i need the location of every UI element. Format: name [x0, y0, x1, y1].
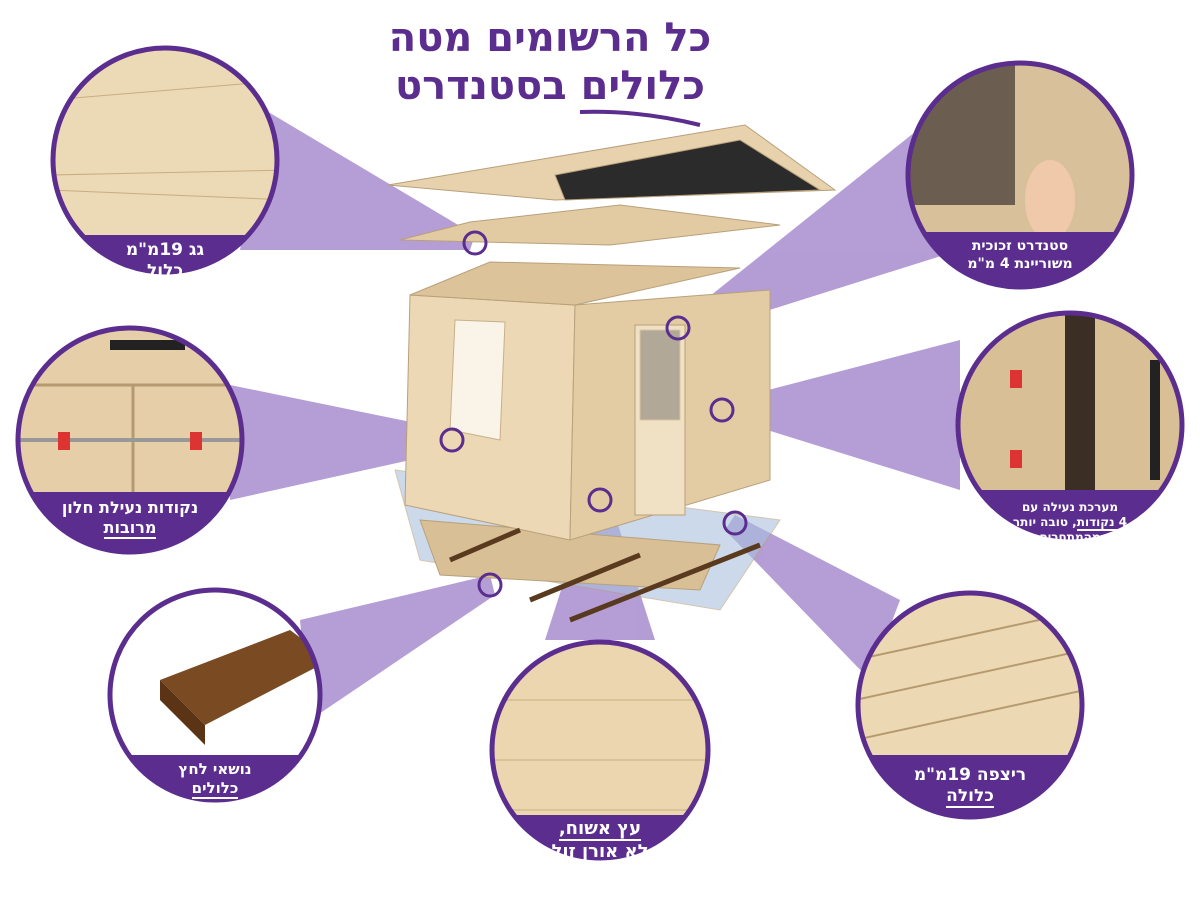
roof-felt	[554, 139, 822, 201]
label-emphasis: מרובות	[103, 518, 157, 539]
circle-border	[905, 60, 1135, 290]
detail-circle-door-lock	[958, 313, 1182, 537]
label-line: מהמתחרים	[1039, 530, 1101, 544]
shed-window	[449, 319, 506, 441]
label-text: , טובה יותר	[1012, 515, 1077, 529]
label-wood: עץ אשוח,לא אורן זול	[510, 818, 690, 863]
beam-bearers	[300, 575, 495, 720]
label-line: מרובות	[25, 518, 235, 539]
window-handle-icon	[110, 340, 185, 350]
label-emphasis: כלול	[146, 261, 184, 284]
label-emphasis: 4 נקודות	[1076, 515, 1128, 531]
pressure-bearer	[529, 552, 641, 603]
circle-border	[855, 590, 1085, 820]
circle-border	[489, 639, 711, 861]
label-door-lock: מערכת נעילה עם 4 נקודות, טובה יותר מהמתח…	[990, 500, 1150, 545]
label-line: 4 נקודות, טובה יותר	[990, 515, 1150, 531]
target-ring-floor	[722, 510, 748, 536]
shed-wall-top	[409, 261, 741, 306]
pressure-bearer	[449, 527, 521, 563]
label-line: כלולים	[140, 778, 290, 799]
title-line-1: כל הרשומים מטה	[388, 15, 712, 61]
target-ring-wood	[587, 487, 613, 513]
target-ring-door-lock	[709, 397, 735, 423]
label-line: נושאי לחץ	[178, 760, 252, 778]
detail-circles	[15, 45, 1185, 861]
lock-point-icon	[58, 432, 70, 450]
beam-door-lock	[730, 340, 960, 490]
target-ring-glass	[665, 315, 691, 341]
target-rings	[439, 230, 748, 598]
target-ring-window-lock	[439, 427, 465, 453]
callout-beams	[230, 110, 960, 720]
detail-circle-roof	[53, 48, 277, 272]
lock-point-icon	[1010, 450, 1022, 468]
label-line: כלול	[95, 261, 235, 284]
target-ring-roof	[462, 230, 488, 256]
beam-glass	[680, 120, 960, 335]
circle-border	[50, 45, 280, 275]
pressure-bearer	[569, 542, 761, 623]
title-underline	[579, 109, 701, 127]
circle-border	[15, 325, 245, 555]
beam-window-lock	[230, 385, 455, 500]
target-ring-bearers	[477, 572, 503, 598]
roof-panel-lower	[399, 204, 781, 246]
label-line: עץ אשוח,	[510, 818, 690, 841]
label-line: נקודות נעילת חלון	[61, 498, 199, 517]
shed-floor	[419, 519, 721, 591]
circle-border	[955, 310, 1185, 540]
label-line: משוריינת 4 מ"מ	[967, 255, 1073, 272]
lock-point-icon	[1010, 370, 1022, 388]
shed-door-glass	[639, 329, 681, 421]
lock-point-icon	[190, 432, 202, 450]
label-line: לא אורן זול	[551, 840, 649, 862]
label-emphasis: כלולים	[191, 778, 239, 799]
label-line: כלולה	[880, 786, 1060, 809]
shed	[387, 124, 837, 623]
label-line: סטנדרט זכוכית	[971, 238, 1069, 254]
label-line: ריצפה 19מ"מ	[913, 765, 1027, 785]
circle-border	[107, 587, 323, 803]
label-line: מערכת נעילה עם	[1021, 500, 1119, 514]
finger-icon	[1025, 160, 1075, 240]
title-line-2: כלולים בסטנדרט	[395, 63, 705, 109]
label-emphasis: כלולה	[946, 786, 994, 809]
label-line: גג 19מ"מ	[125, 240, 205, 260]
door-handle-icon	[1150, 360, 1160, 480]
beam-roof	[240, 110, 475, 250]
beam-floor	[725, 515, 900, 680]
beam-timber-icon	[160, 630, 320, 725]
label-emphasis: עץ אשוח,	[558, 818, 642, 841]
shed-door	[634, 324, 686, 516]
